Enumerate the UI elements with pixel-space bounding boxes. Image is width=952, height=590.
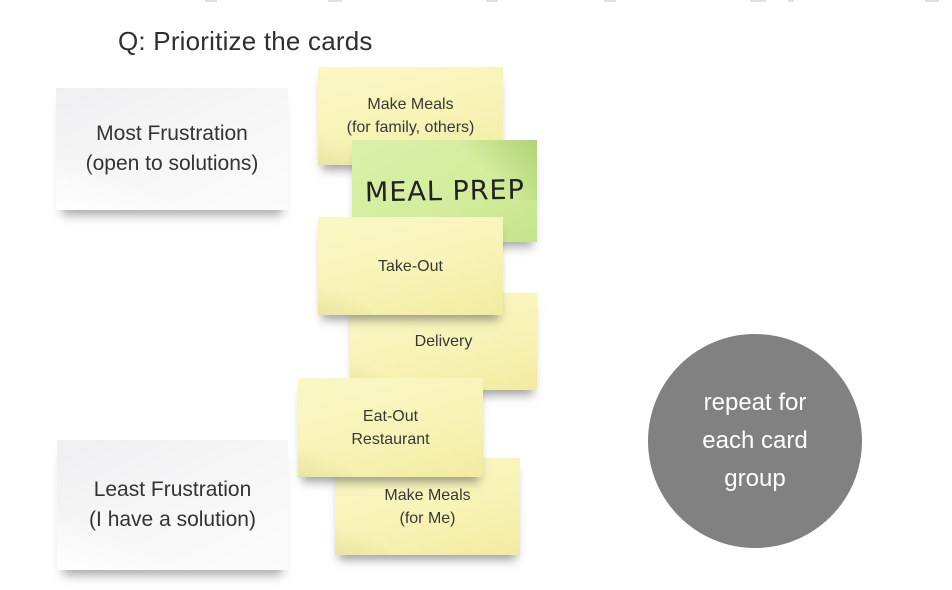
category-card-most-frustration[interactable]: Most Frustration (open to solutions) [56, 88, 288, 210]
card-line: (I have a solution) [89, 508, 256, 531]
top-edge-artifact [788, 0, 794, 2]
sticky-note-label: MEAL PREP [364, 174, 525, 208]
note-line: Take-Out [378, 257, 443, 275]
card-line: Least Frustration [93, 478, 252, 501]
annotation-line: repeat for [703, 389, 807, 416]
sticky-note-label: Delivery [415, 330, 473, 353]
annotation-line: each card [702, 427, 808, 454]
card-line: Most Frustration [96, 122, 248, 145]
top-edge-artifact [750, 0, 766, 2]
note-line: Make Meals [384, 486, 471, 504]
top-edge-artifact [604, 0, 616, 2]
sticky-note-take-out[interactable]: Take-Out [318, 217, 503, 315]
sticky-note-eat-out-restaurant[interactable]: Eat-Out Restaurant [298, 378, 483, 477]
page-title: Q: Prioritize the cards [118, 26, 373, 56]
note-line: Restaurant [351, 430, 430, 448]
category-card-label: Most Frustration (open to solutions) [86, 119, 259, 179]
top-edge-artifact [486, 0, 498, 2]
note-line: Make Meals [367, 96, 454, 113]
top-edge-artifact [925, 0, 939, 2]
annotation-line: group [724, 465, 786, 492]
sticky-note-label: Eat-Out Restaurant [351, 405, 429, 451]
annotation-circle-label: repeat for each card group [702, 384, 807, 498]
category-card-label: Least Frustration (I have a solution) [89, 475, 256, 535]
sticky-note-label: Make Meals (for family, others) [347, 93, 475, 139]
note-line: Eat-Out [362, 407, 419, 425]
sticky-note-label: Take-Out [378, 255, 443, 278]
annotation-circle-repeat[interactable]: repeat for each card group [648, 334, 862, 548]
category-card-least-frustration[interactable]: Least Frustration (I have a solution) [57, 440, 288, 570]
top-edge-artifact [328, 0, 342, 2]
top-edge-artifact [205, 0, 217, 2]
note-line: MEAL PREP [364, 174, 525, 208]
sticky-note-label: Make Meals (for Me) [384, 484, 470, 530]
card-line: (open to solutions) [85, 152, 259, 175]
note-line: (for family, others) [346, 119, 475, 136]
note-line: Delivery [414, 333, 473, 350]
note-line: (for Me) [399, 509, 456, 527]
